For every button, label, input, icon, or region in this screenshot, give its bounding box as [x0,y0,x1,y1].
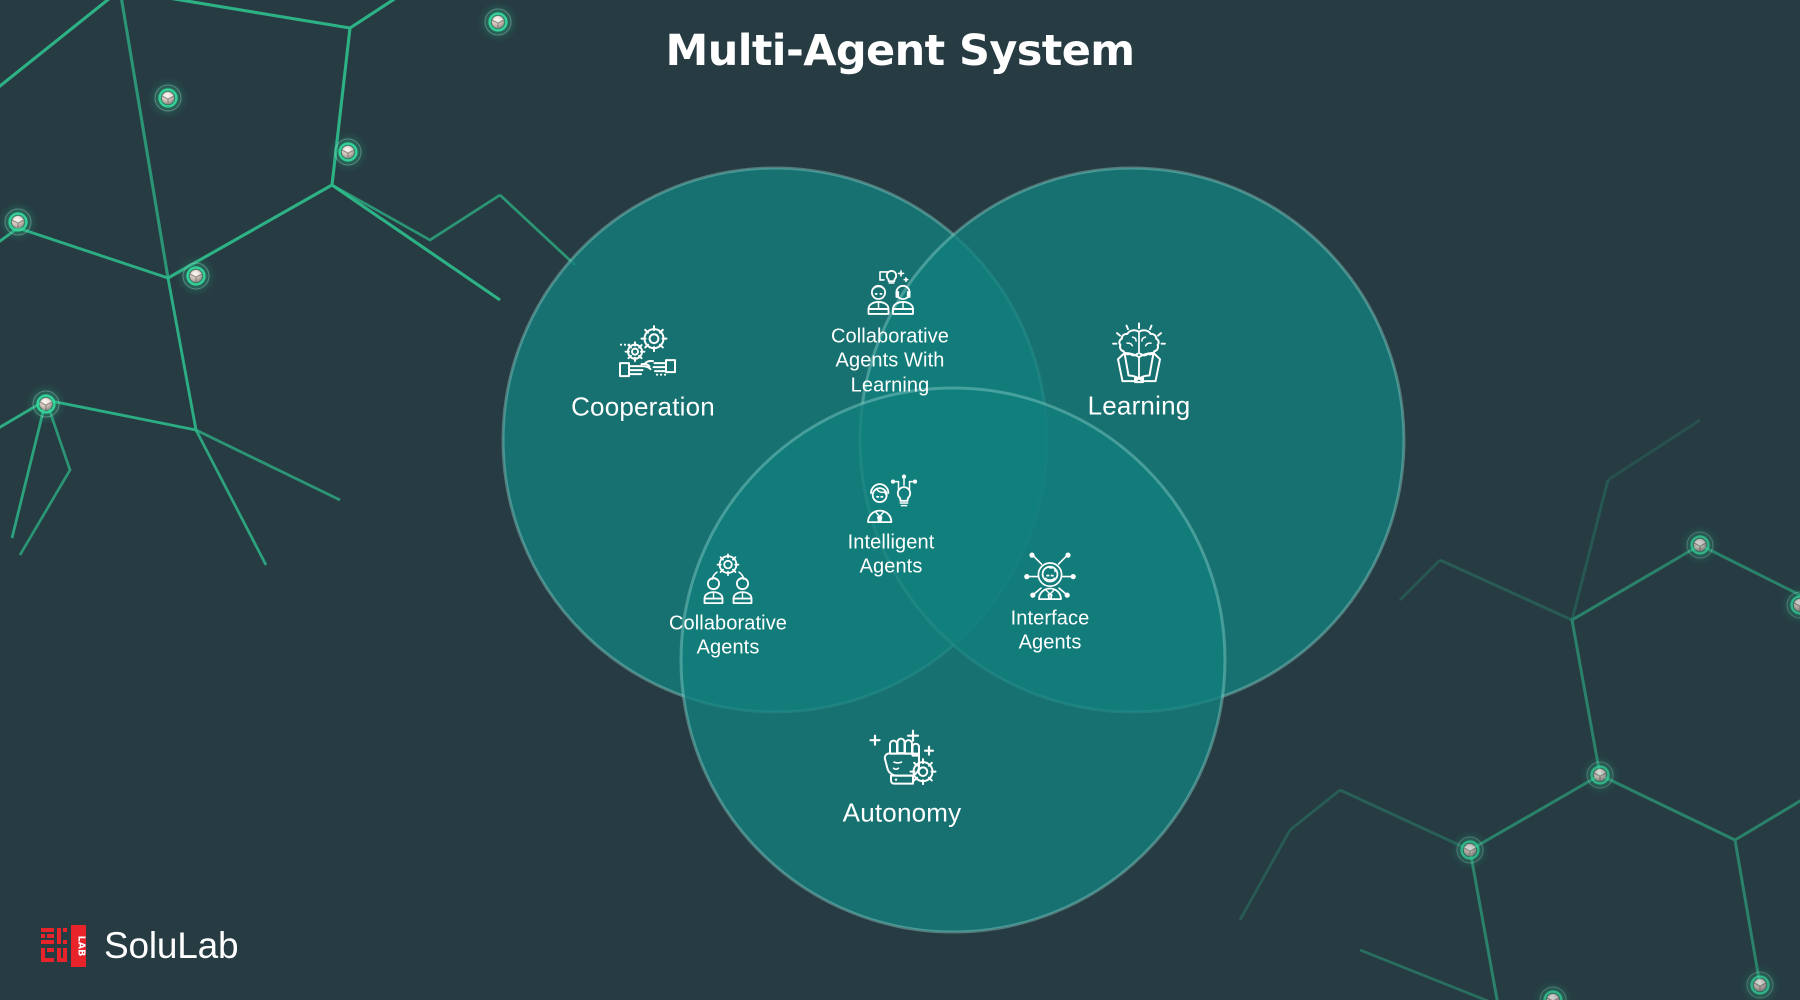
person-network-icon [960,549,1140,601]
fist-gear-sparkle-icon [762,726,1042,792]
venn-label-collaborative-agents-with-learning[interactable]: Collaborative Agents With Learning [790,266,990,397]
page-title: Multi-Agent System [665,26,1136,76]
venn-label-interface-agents[interactable]: Interface Agents [960,549,1140,656]
two-people-gear-icon [633,553,823,606]
gears-handshake-icon [513,322,773,386]
logo-mark-lab-text: LAB [76,936,87,957]
two-people-lightbulb-icon [790,266,990,318]
person-lightbulb-circuit-icon [801,471,981,525]
venn-circle-autonomy[interactable] [679,386,1227,934]
venn-label-cooperation-text: Cooperation [571,391,715,422]
venn-label-intelligent-agents[interactable]: Intelligent Agents [801,471,981,580]
venn-label-cooperation[interactable]: Cooperation [513,322,773,423]
venn-label-collaborative-agents-text: Collaborative Agents [668,612,788,659]
venn-label-autonomy[interactable]: Autonomy [762,726,1042,829]
solulab-pixel-mark-icon: LAB [40,922,92,970]
venn-label-interface-agents-text: Interface Agents [1010,607,1090,654]
venn-label-intelligent-agents-text: Intelligent Agents [847,531,935,578]
solulab-logo[interactable]: LAB SoluLab [40,922,239,970]
brain-book-icon [1024,321,1254,385]
venn-label-learning[interactable]: Learning [1024,321,1254,422]
solulab-wordmark: SoluLab [104,925,239,966]
venn-label-autonomy-text: Autonomy [842,797,962,828]
venn-label-collaborative-agents-with-learning-text: Collaborative Agents With Learning [830,325,950,397]
venn-label-learning-text: Learning [1087,390,1191,421]
venn-label-collaborative-agents[interactable]: Collaborative Agents [633,553,823,661]
